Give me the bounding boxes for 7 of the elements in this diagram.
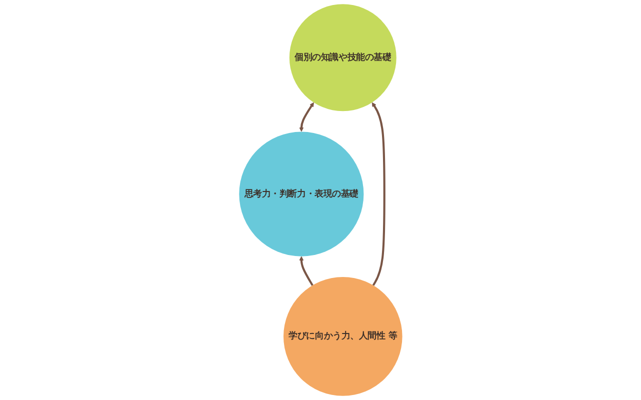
node-circle [289, 4, 396, 112]
arrow [298, 256, 314, 286]
arrow [372, 102, 386, 286]
arrow [298, 102, 314, 132]
diagram: 個別の知識や技能の基礎 思考力・判断力・表現の基礎 学びに向かう力、人間性 等 [234, 0, 406, 400]
node-circle [238, 132, 364, 256]
node-circle [283, 277, 402, 396]
